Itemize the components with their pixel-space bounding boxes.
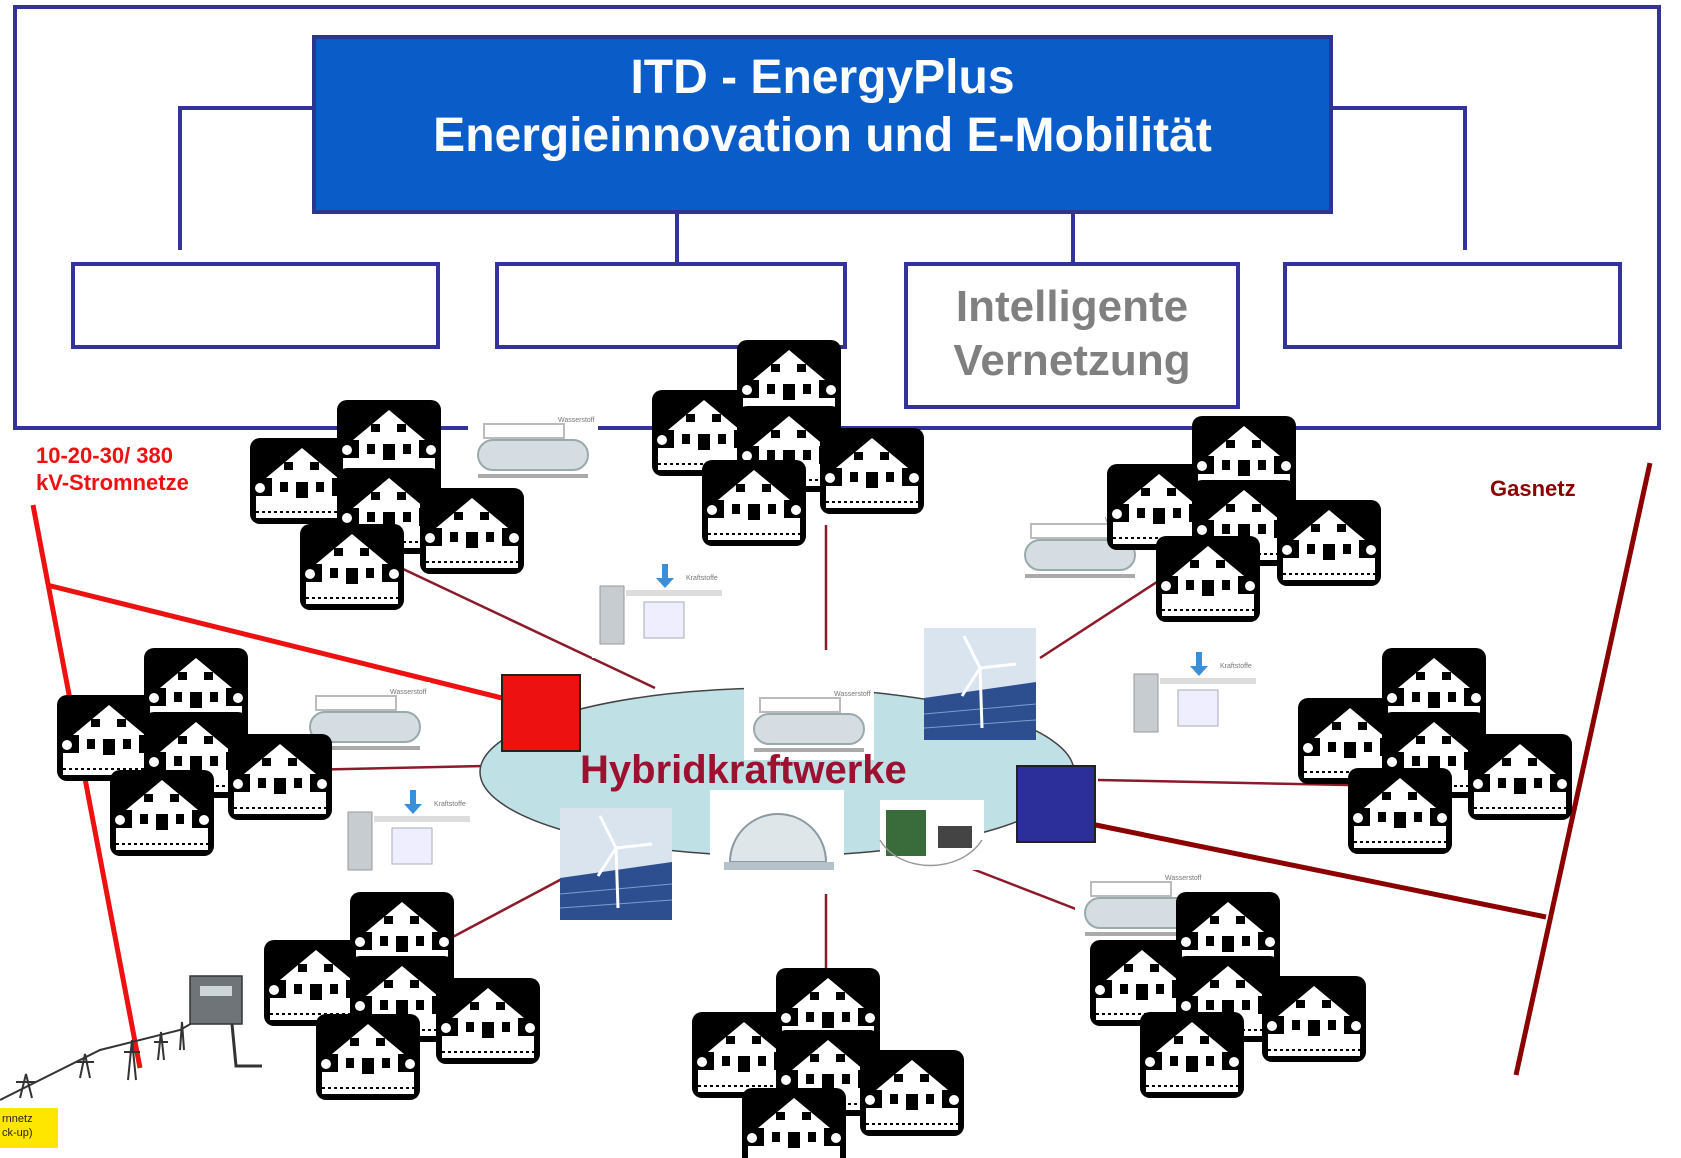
house-cluster-icon xyxy=(691,967,965,1158)
biogas-dome-icon xyxy=(710,790,844,894)
power-node xyxy=(501,674,581,752)
house-cluster-icon xyxy=(651,339,925,547)
hybrid-label: Hybridkraftwerke xyxy=(580,748,907,792)
title-line-2: Energieinnovation und E-Mobilität xyxy=(433,109,1212,162)
power-grid-line xyxy=(30,504,143,1069)
sub-box-2 xyxy=(495,262,847,349)
sub-box-1 xyxy=(71,262,440,349)
connector xyxy=(178,106,182,250)
electric-meter-icon xyxy=(189,975,262,1068)
gas-grid-label: Gasnetz xyxy=(1490,476,1576,501)
power-grid-label: 10-20-30/ 380 kV-Stromnetze xyxy=(36,442,189,496)
fuel-station-icon xyxy=(339,789,473,885)
power-grid-legend: rnnetz ck-up) xyxy=(0,1108,58,1148)
title-line-1: ITD - EnergyPlus xyxy=(630,51,1015,104)
legend-line-1: rnnetz xyxy=(2,1113,33,1125)
fuel-station-icon xyxy=(1125,651,1259,747)
house-cluster-icon xyxy=(1297,647,1573,855)
connector xyxy=(1331,106,1467,110)
power-grid-label-line-2: kV-Stromnetze xyxy=(36,470,189,495)
connector xyxy=(675,212,679,264)
legend-line-2: ck-up) xyxy=(2,1127,33,1139)
house-cluster-icon xyxy=(263,891,541,1101)
sub-box-4 xyxy=(1283,262,1622,349)
connector xyxy=(1463,106,1467,250)
hydrogen-tank-icon xyxy=(466,408,600,488)
connector xyxy=(1071,212,1075,264)
wind-solar-icon xyxy=(922,626,1038,742)
power-grid-branch xyxy=(46,582,511,703)
page-title: ITD - EnergyPlus Energieinnovation und E… xyxy=(312,35,1333,214)
power-grid-label-line-1: 10-20-30/ 380 xyxy=(36,443,173,468)
wind-solar-icon xyxy=(558,806,674,922)
gas-grid-line xyxy=(1513,462,1653,1076)
gas-node xyxy=(1016,765,1096,843)
gas-grid-branch xyxy=(1085,820,1547,920)
control-unit-icon xyxy=(879,800,984,870)
house-cluster-icon xyxy=(1106,415,1382,623)
connector xyxy=(178,106,314,110)
power-pylon-icon xyxy=(0,1009,216,1101)
fuel-station-icon xyxy=(591,563,725,659)
house-cluster-icon xyxy=(56,647,333,857)
sub-box-intelligente-vernetzung: Intelligente Vernetzung xyxy=(904,262,1240,409)
